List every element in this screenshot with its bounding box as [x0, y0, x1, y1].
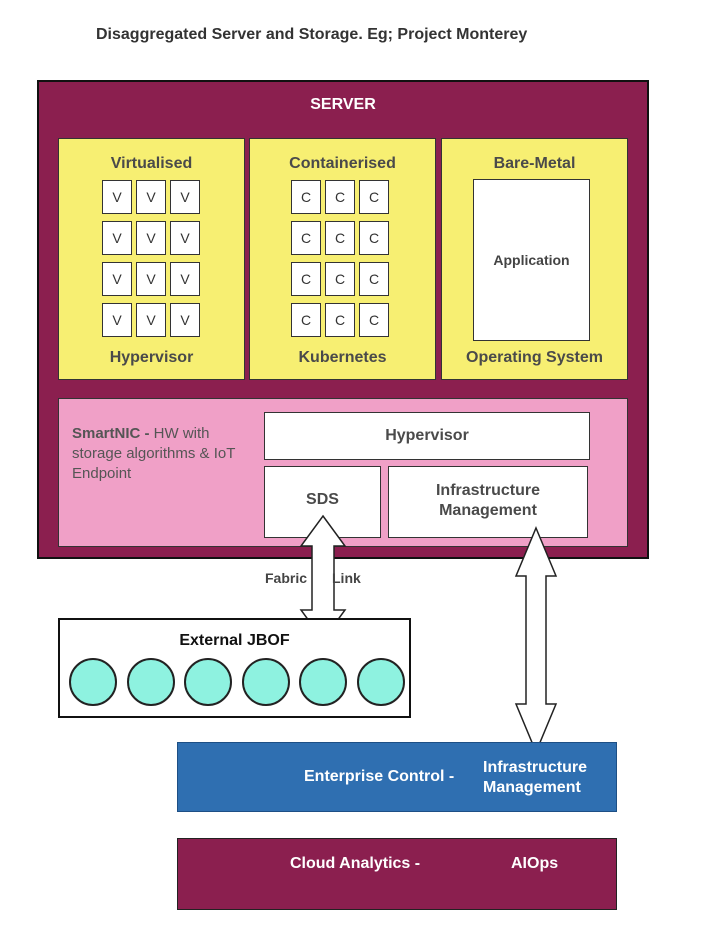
disk-icon	[184, 658, 232, 706]
disk-icon	[356, 658, 405, 706]
disk-icon	[69, 658, 117, 706]
kubernetes-label: Kubernetes	[298, 349, 387, 366]
vm-cell: V	[170, 180, 200, 214]
smartnic-name: SmartNIC -	[72, 425, 150, 442]
enterprise-infra-label: Infrastructure Management	[483, 758, 587, 798]
infra-line2: Management	[439, 502, 537, 519]
disk-icon	[126, 658, 175, 706]
container-cell: C	[325, 180, 355, 214]
infra-line1: Infrastructure	[435, 482, 541, 499]
container-cell: C	[325, 303, 355, 337]
fabric-label: Fabric	[265, 570, 308, 586]
smartnic-hypervisor-box: Hypervisor	[264, 412, 590, 460]
baremetal-title: Bare-Metal	[493, 155, 576, 172]
container-cell: C	[325, 262, 355, 296]
enterprise-infra-line2: Management	[483, 779, 581, 796]
disk-icon	[241, 658, 290, 706]
enterprise-infra-line1: Infrastructure	[483, 759, 588, 776]
smartnic-description: SmartNIC - HW with storage algorithms & …	[72, 424, 262, 484]
vm-cell: V	[102, 303, 132, 337]
server-label: SERVER	[310, 96, 376, 113]
operating-system-label: Operating System	[466, 349, 603, 366]
virtualised-title: Virtualised	[110, 155, 193, 172]
enterprise-control-label: Enterprise Control -	[304, 768, 455, 785]
container-cell: C	[291, 303, 321, 337]
container-cell: C	[359, 221, 389, 255]
vm-cell: V	[102, 180, 132, 214]
virtualised-panel	[58, 138, 245, 380]
container-cell: C	[325, 221, 355, 255]
jbof-box	[58, 618, 411, 718]
containerised-panel	[249, 138, 436, 380]
jbof-label: External JBOF	[179, 632, 290, 649]
application-box: Application	[473, 179, 590, 341]
infra-management-arrow	[514, 526, 558, 754]
aiops-label: AIOps	[511, 855, 559, 872]
vm-cell: V	[136, 221, 166, 255]
disk-icon	[299, 658, 347, 706]
cloud-analytics-box	[177, 838, 617, 910]
diagram-title: Disaggregated Server and Storage. Eg; Pr…	[96, 26, 528, 43]
container-cell: C	[359, 303, 389, 337]
vm-cell: V	[102, 221, 132, 255]
smartnic-desc-text: HW with storage algorithms & IoT Endpoin…	[72, 425, 236, 482]
vm-cell: V	[136, 262, 166, 296]
infrastructure-management-box: Infrastructure Management	[388, 466, 588, 538]
vm-cell: V	[170, 262, 200, 296]
enterprise-control-box	[177, 742, 617, 812]
container-cell: C	[291, 262, 321, 296]
vm-cell: V	[170, 221, 200, 255]
vm-cell: V	[136, 303, 166, 337]
container-cell: C	[291, 180, 321, 214]
hypervisor-label: Hypervisor	[109, 349, 194, 366]
cloud-analytics-label: Cloud Analytics -	[290, 855, 421, 872]
link-label: Link	[332, 570, 361, 586]
container-cell: C	[359, 262, 389, 296]
vm-cell: V	[170, 303, 200, 337]
sds-box: SDS	[264, 466, 381, 538]
container-cell: C	[359, 180, 389, 214]
vm-cell: V	[136, 180, 166, 214]
containerised-title: Containerised	[289, 155, 396, 172]
vm-cell: V	[102, 262, 132, 296]
container-cell: C	[291, 221, 321, 255]
